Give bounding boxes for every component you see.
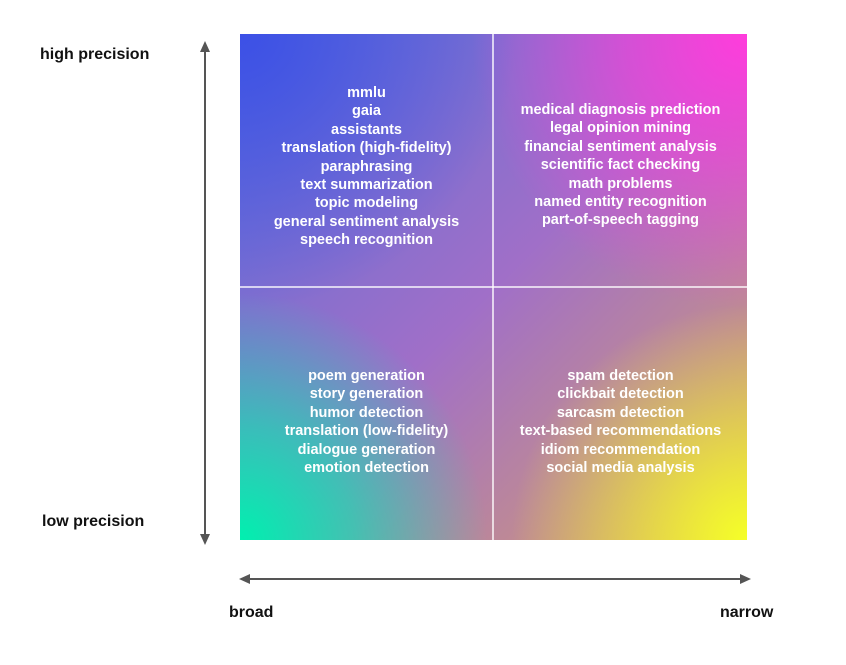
quadrant-item: named entity recognition: [534, 194, 707, 211]
quadrant-item: legal opinion mining: [550, 120, 691, 137]
quadrant-item: scientific fact checking: [540, 157, 701, 174]
low-precision-label: low precision: [42, 513, 145, 530]
quadrant-item: sarcasm detection: [556, 404, 685, 421]
quadrant-item: dialogue generation: [297, 441, 436, 458]
quadrant-item: spam detection: [567, 368, 674, 384]
high-precision-label: high precision: [40, 46, 150, 63]
quadrant-item: mmlu: [347, 85, 386, 101]
vertical-axis-arrow: [200, 41, 210, 545]
quadrant-top-right: medical diagnosis prediction legal opinio…: [494, 101, 747, 230]
quadrant-item: humor detection: [309, 404, 424, 421]
quadrant-item: paraphrasing: [320, 158, 413, 175]
quadrant-item: social media analysis: [546, 460, 695, 477]
quadrant-item: idiom recommendation: [540, 441, 701, 458]
quadrant-item: speech recognition: [300, 232, 433, 249]
quadrant-item: financial sentiment analysis: [524, 138, 717, 155]
quadrant-item: assistants: [331, 121, 402, 138]
quadrant-item: emotion detection: [304, 460, 429, 477]
quadrant-item: poem generation: [308, 368, 425, 384]
quadrant-item: text-based recommendations: [519, 423, 722, 440]
horizontal-axis-arrow: [239, 574, 751, 584]
quadrant-item: translation (low-fidelity): [284, 423, 449, 440]
broad-label: broad: [229, 604, 274, 621]
quadrant-item: text summarization: [300, 177, 433, 194]
quadrant-item: part-of-speech tagging: [541, 212, 700, 229]
narrow-label: narrow: [720, 604, 774, 621]
horizontal-divider: [240, 286, 747, 288]
quadrant-item: general sentiment analysis: [273, 213, 460, 230]
quadrant-item: math problems: [568, 175, 673, 192]
quadrant-item: medical diagnosis prediction: [520, 102, 721, 118]
quadrant-item: topic modeling: [314, 195, 419, 212]
quadrant-item: clickbait detection: [557, 386, 684, 403]
quadrant-item: translation (high-fidelity): [281, 140, 452, 157]
quadrant-item: gaia: [351, 103, 381, 120]
quadrant-item: story generation: [309, 386, 424, 403]
